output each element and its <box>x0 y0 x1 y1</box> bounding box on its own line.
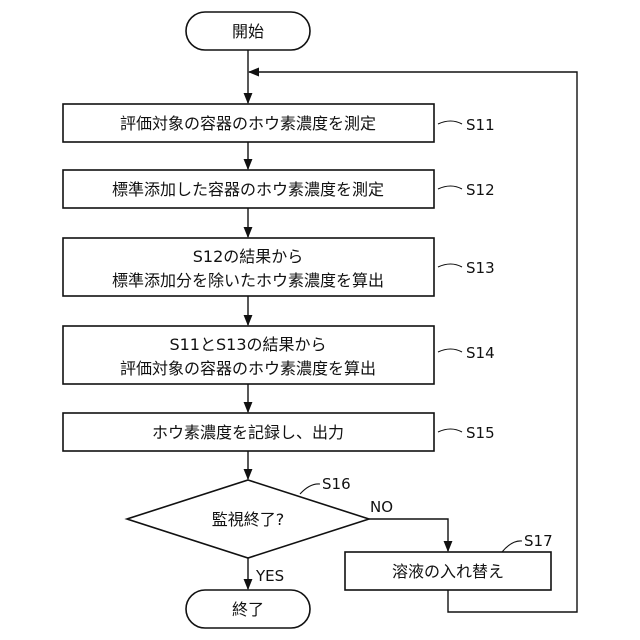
step-s11-text: 評価対象の容器のホウ素濃度を測定 <box>120 114 376 133</box>
step-s15: ホウ素濃度を記録し、出力 <box>63 413 434 451</box>
step-s17-text: 溶液の入れ替え <box>392 562 504 581</box>
step-s15-leader <box>438 429 462 432</box>
decision-yes-label: YES <box>255 567 284 585</box>
start-node: 開始 <box>186 12 310 50</box>
step-s14: S11とS13の結果から 評価対象の容器のホウ素濃度を算出 <box>63 326 434 384</box>
step-s14-leader <box>438 349 462 352</box>
decision-s16-text: 監視終了? <box>212 510 285 529</box>
step-s11: 評価対象の容器のホウ素濃度を測定 <box>63 104 434 142</box>
step-s17-label: S17 <box>524 532 553 550</box>
step-s14-label: S14 <box>466 344 495 362</box>
arrow-s16-no-to-s17 <box>369 519 448 551</box>
step-s12-label: S12 <box>466 181 495 199</box>
end-node: 終了 <box>186 590 310 628</box>
step-s12-text: 標準添加した容器のホウ素濃度を測定 <box>112 180 384 199</box>
step-s17: 溶液の入れ替え <box>345 552 551 590</box>
step-s17-leader <box>502 541 522 552</box>
decision-no-label: NO <box>370 498 393 516</box>
step-s11-label: S11 <box>466 116 495 134</box>
decision-s16-label: S16 <box>322 475 351 493</box>
start-label: 開始 <box>232 22 264 41</box>
step-s15-text: ホウ素濃度を記録し、出力 <box>152 423 344 442</box>
step-s14-text-line1: S11とS13の結果から <box>169 335 326 354</box>
decision-s16-leader <box>300 484 320 494</box>
end-label: 終了 <box>232 600 264 619</box>
step-s13-text-line2: 標準添加分を除いたホウ素濃度を算出 <box>112 271 384 290</box>
step-s13-text-line1: S12の結果から <box>193 247 304 266</box>
step-s12-leader <box>438 186 462 189</box>
step-s12: 標準添加した容器のホウ素濃度を測定 <box>63 170 434 208</box>
step-s13-label: S13 <box>466 259 495 277</box>
step-s13-leader <box>438 264 462 267</box>
step-s15-label: S15 <box>466 424 495 442</box>
step-s13: S12の結果から 標準添加分を除いたホウ素濃度を算出 <box>63 238 434 296</box>
step-s14-text-line2: 評価対象の容器のホウ素濃度を算出 <box>120 359 376 378</box>
step-s11-leader <box>438 121 462 124</box>
